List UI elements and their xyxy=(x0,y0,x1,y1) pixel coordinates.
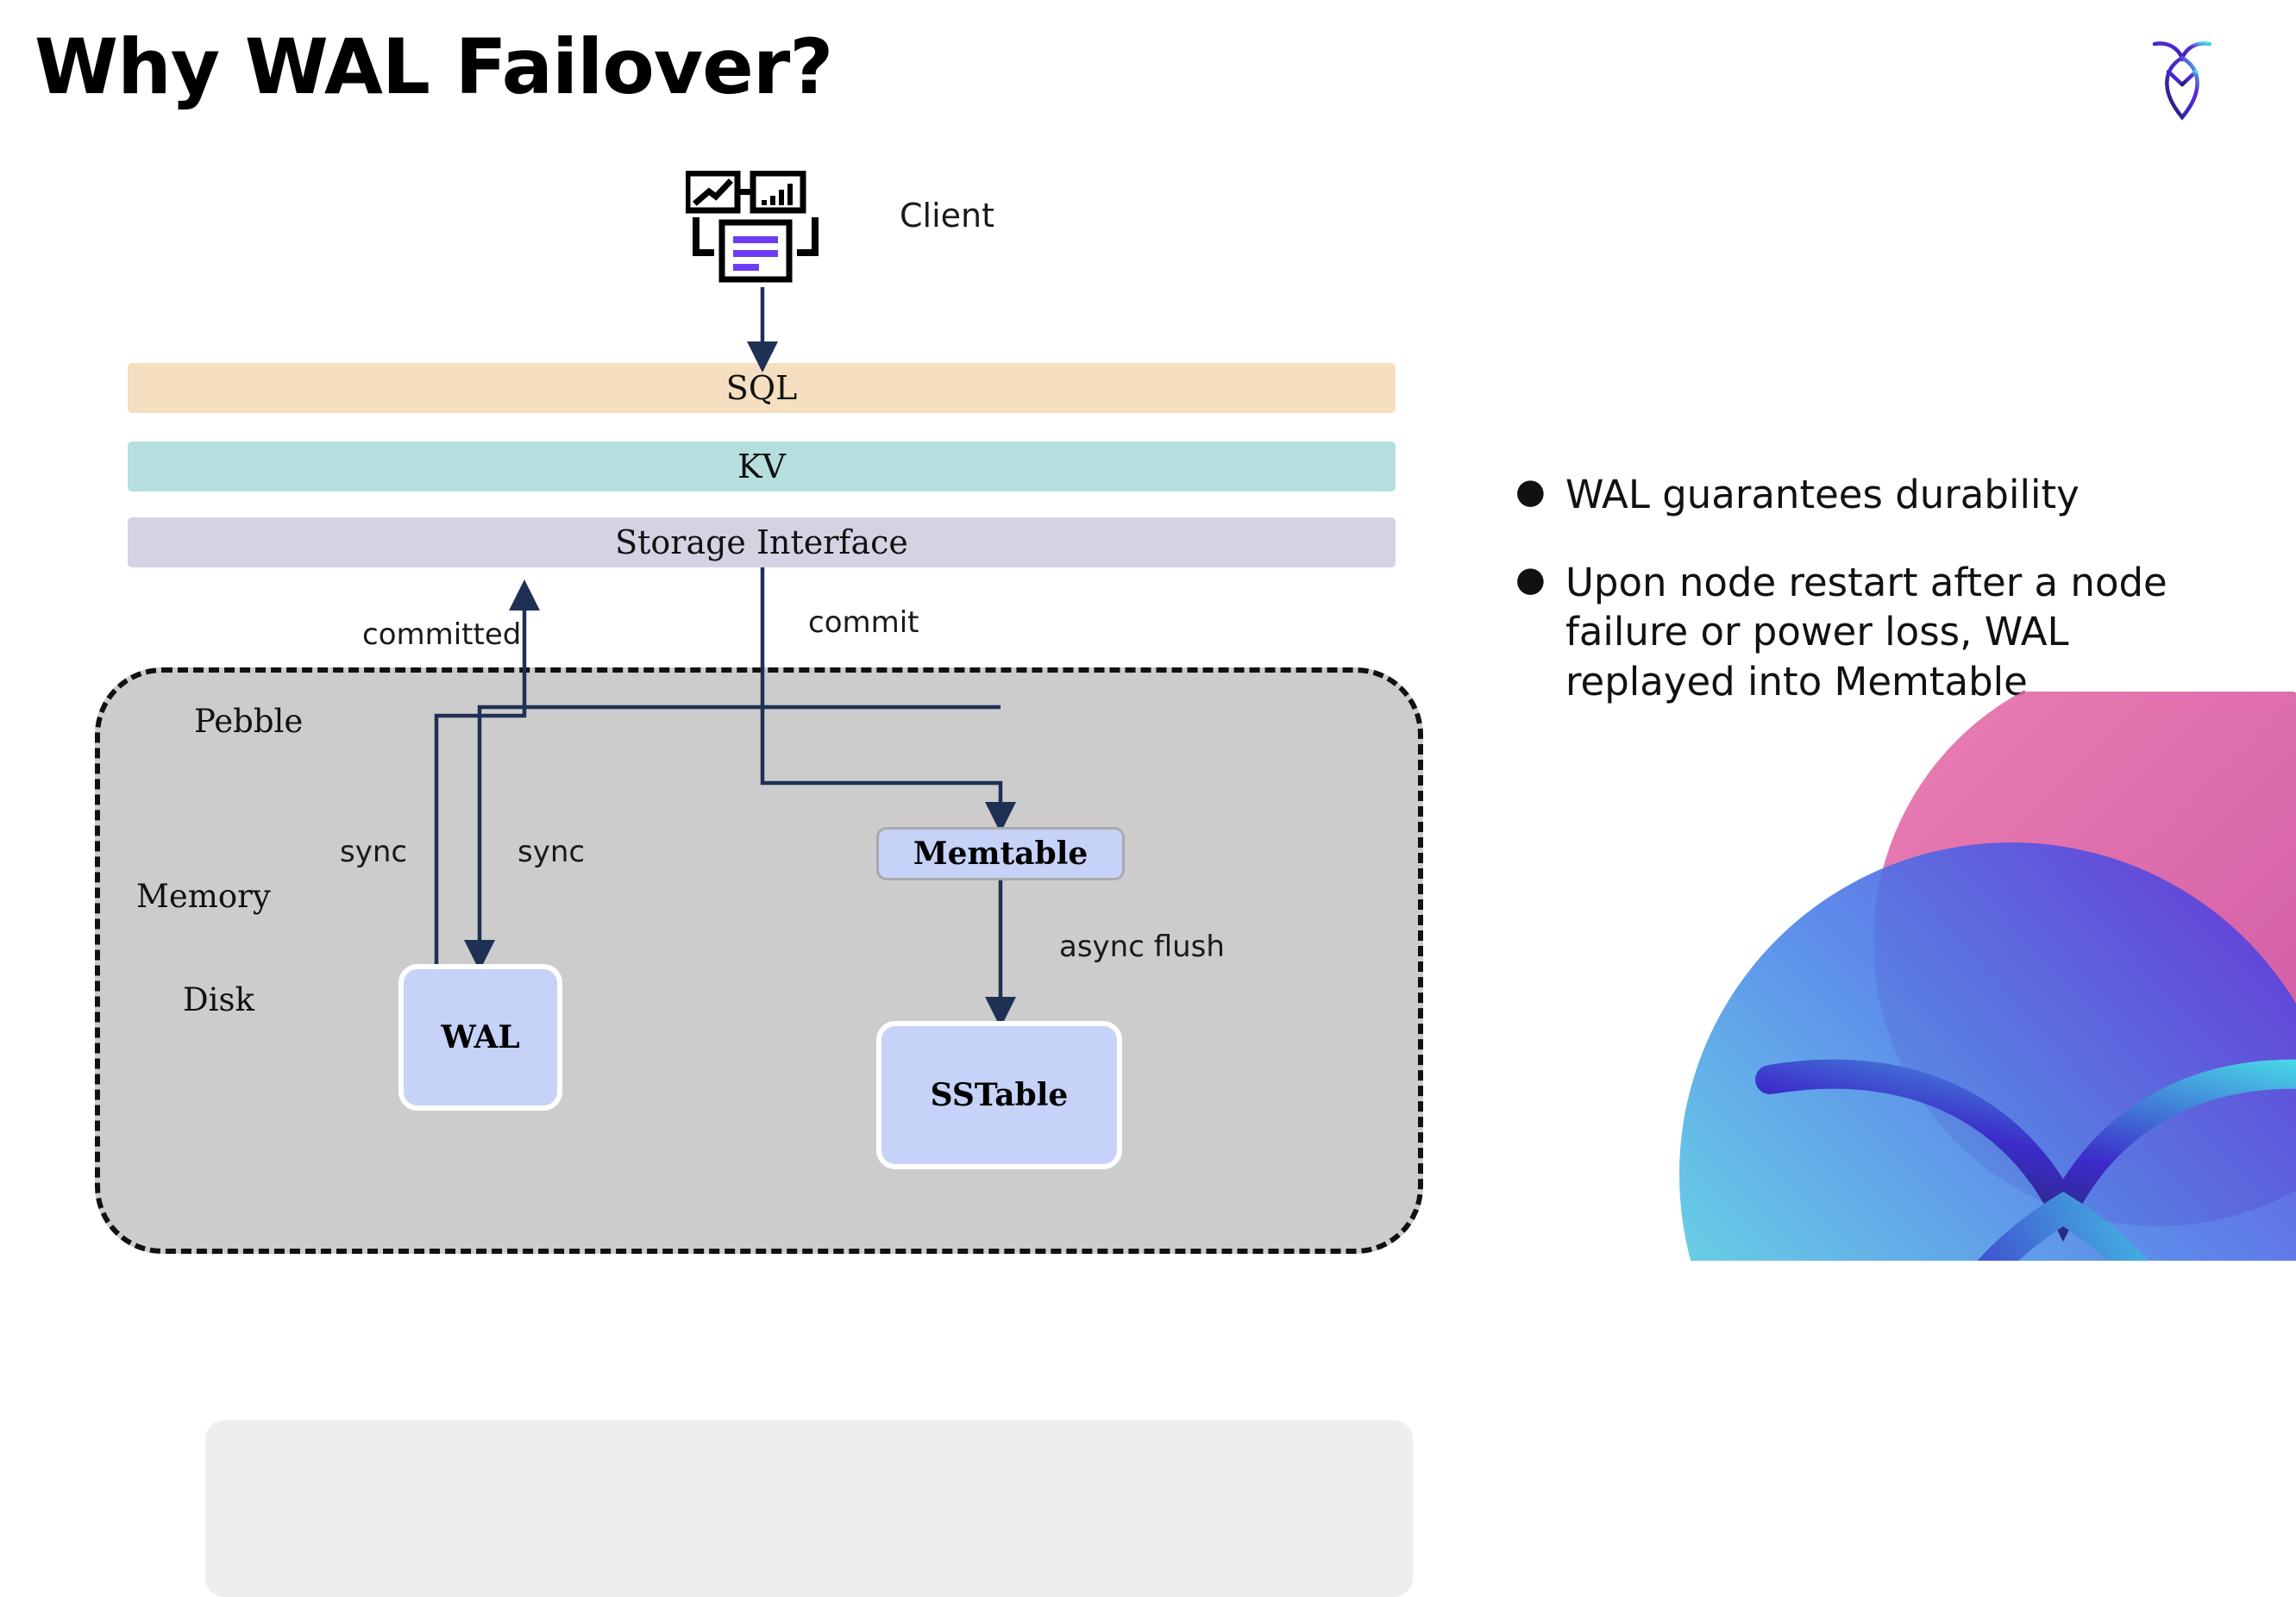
gradient-circles-decoration xyxy=(1640,692,2296,1261)
layer-bar-sql-label: SQL xyxy=(725,369,798,407)
bullet-marker: ● xyxy=(1515,472,1546,511)
flow-label-commit: commit xyxy=(808,605,919,640)
bullet-marker: ● xyxy=(1515,559,1546,599)
flow-label-async-flush: async flush xyxy=(1059,930,1225,964)
layer-bar-storage-interface: Storage Interface xyxy=(128,517,1396,567)
slide-canvas: Why WAL Failover? xyxy=(35,22,2296,1597)
bullet-text: WAL guarantees durability xyxy=(1565,472,2080,517)
bullet-text: Upon node restart after a node failure o… xyxy=(1565,559,2167,705)
list-item: ● Upon node restart after a node failure… xyxy=(1515,558,2223,707)
client-label: Client xyxy=(900,197,995,235)
flow-label-sync-left: sync xyxy=(340,835,408,869)
bullet-list: ● WAL guarantees durability ● Upon node … xyxy=(1515,470,2223,744)
node-wal: WAL xyxy=(398,964,562,1111)
memory-label: Memory xyxy=(136,878,271,915)
disk-label: Disk xyxy=(183,981,254,1018)
node-wal-label: WAL xyxy=(441,1019,520,1055)
node-sstable-label: SSTable xyxy=(930,1077,1069,1113)
flow-label-committed: committed xyxy=(362,617,522,652)
page-title: Why WAL Failover? xyxy=(35,22,833,111)
layer-bar-kv: KV xyxy=(128,442,1396,492)
cockroachdb-logo xyxy=(2149,34,2215,125)
layer-bar-kv-label: KV xyxy=(737,448,786,485)
node-memtable-label: Memtable xyxy=(913,836,1088,872)
list-item: ● WAL guarantees durability xyxy=(1515,470,2223,520)
memory-region xyxy=(205,1420,1413,1597)
layer-bar-sql: SQL xyxy=(128,363,1396,413)
pebble-label: Pebble xyxy=(194,703,304,740)
client-dashboard-icon xyxy=(684,170,825,293)
node-memtable: Memtable xyxy=(876,827,1125,880)
layer-bar-storage-label: Storage Interface xyxy=(615,523,908,561)
node-sstable: SSTable xyxy=(876,1021,1122,1169)
flow-label-sync-right: sync xyxy=(518,835,586,869)
